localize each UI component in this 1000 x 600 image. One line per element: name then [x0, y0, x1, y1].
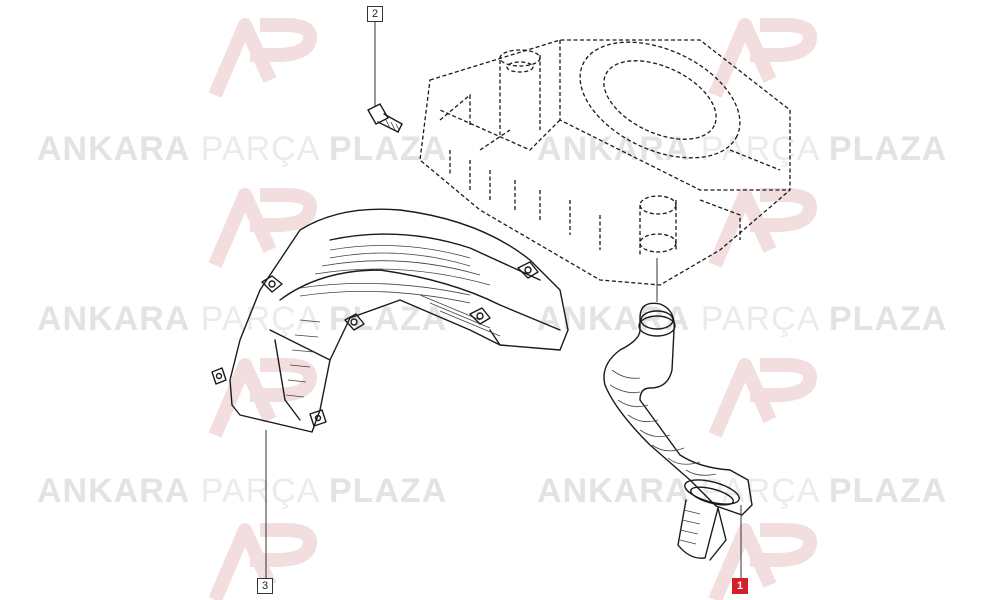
watermark-logo — [708, 358, 817, 438]
watermark-logos — [208, 18, 817, 600]
watermark-logo — [708, 18, 817, 98]
hose-part-1 — [603, 302, 753, 561]
watermark-logo — [208, 188, 317, 268]
watermark-text: ANKARA PARÇA PLAZA — [537, 130, 947, 168]
callout-1[interactable]: 1 — [732, 578, 748, 594]
watermark-logo — [208, 18, 317, 98]
air-duct-part-3 — [211, 208, 569, 433]
watermark-logo — [708, 188, 817, 268]
bolt-part-2 — [367, 103, 403, 133]
watermark-text: ANKARA PARÇA PLAZA — [37, 130, 447, 168]
air-filter-housing — [419, 39, 791, 286]
watermark-text: ANKARA PARÇA PLAZA — [37, 472, 447, 510]
callout-2[interactable]: 2 — [367, 6, 383, 22]
watermark-logo — [708, 523, 817, 600]
watermark-text-rows: ANKARA PARÇA PLAZA ANKARA PARÇA PLAZA AN… — [37, 130, 947, 510]
watermark-text: ANKARA PARÇA PLAZA — [537, 472, 947, 510]
callout-3[interactable]: 3 — [257, 578, 273, 594]
watermark-text: ANKARA PARÇA PLAZA — [37, 300, 447, 338]
watermark-logo — [208, 358, 317, 438]
watermark-text: ANKARA PARÇA PLAZA — [537, 300, 947, 338]
watermark-logo — [208, 523, 317, 600]
